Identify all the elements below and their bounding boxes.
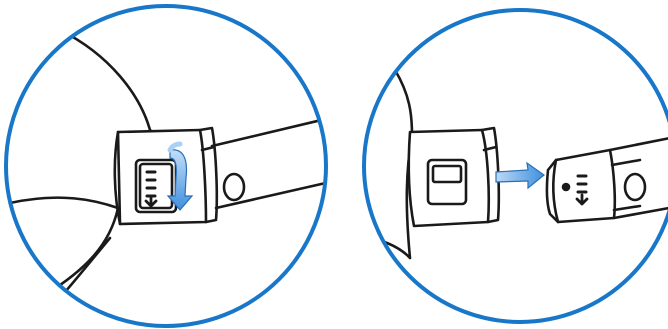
release-button: [224, 174, 244, 200]
panel-right: [362, 10, 668, 322]
collar-window: [136, 160, 176, 212]
panel-left: [6, 6, 330, 329]
pull-apart-arrow-icon: [496, 163, 544, 188]
earpiece-body: [362, 70, 412, 258]
